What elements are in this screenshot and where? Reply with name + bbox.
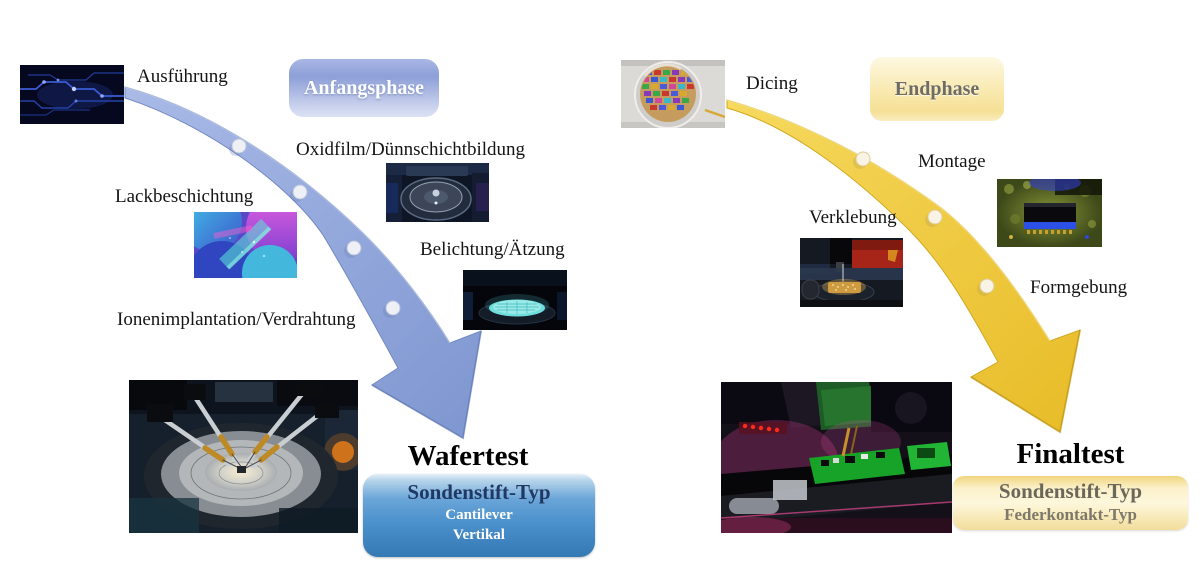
wafertest-prober-photo <box>129 380 358 533</box>
step-label-formgebung: Formgebung <box>1030 277 1128 298</box>
verklebung-die-bonder-photo <box>800 238 903 307</box>
phase-badge-anfangsphase: Anfangsphase <box>289 59 439 117</box>
finaltest-box-heading: Sondenstift-Typ <box>998 479 1143 503</box>
finaltest-box-federkontakt: Federkontakt-Typ <box>1004 505 1137 524</box>
wafertest-box-cantilever: Cantilever <box>445 507 513 523</box>
finaltest-machine-photo <box>721 382 952 533</box>
dicing-wafer-photo <box>621 60 725 128</box>
step-label-belichtung: Belichtung/Ätzung <box>420 239 565 260</box>
phase-badge-endphase: Endphase <box>870 57 1004 121</box>
wafertest-box-heading: Sondenstift-Typ <box>407 480 551 504</box>
montage-chip-on-pcb-photo <box>997 179 1102 247</box>
finaltest-probe-type-box: Sondenstift-Typ Federkontakt-Typ <box>953 476 1188 530</box>
wafertest-probe-type-box: Sondenstift-Typ Cantilever Vertikal <box>363 474 595 557</box>
oxidfilm-deposition-machine-photo <box>386 163 489 222</box>
wafertest-title: Wafertest <box>407 440 529 472</box>
step-label-dicing: Dicing <box>746 73 798 94</box>
step-label-montage: Montage <box>918 151 986 172</box>
step-label-verklebung: Verklebung <box>809 207 897 228</box>
step-label-ausfuehrung: Ausführung <box>137 66 228 87</box>
step-label-ionenimplantation: Ionenimplantation/Verdrahtung <box>117 309 356 330</box>
step-label-oxidfilm: Oxidfilm/Dünnschichtbildung <box>296 139 526 160</box>
lackbeschichtung-coated-wafers-photo <box>194 212 297 278</box>
wafertest-box-vertikal: Vertikal <box>453 527 505 543</box>
finaltest-title: Finaltest <box>1016 438 1125 470</box>
phase-badge-anfangsphase-label: Anfangsphase <box>303 76 425 99</box>
phase-badge-endphase-label: Endphase <box>894 77 980 100</box>
step-label-lackbeschichtung: Lackbeschichtung <box>115 186 254 207</box>
ausfuehrung-circuit-board-photo <box>20 65 124 124</box>
belichtung-glowing-wafer-photo <box>463 270 567 330</box>
